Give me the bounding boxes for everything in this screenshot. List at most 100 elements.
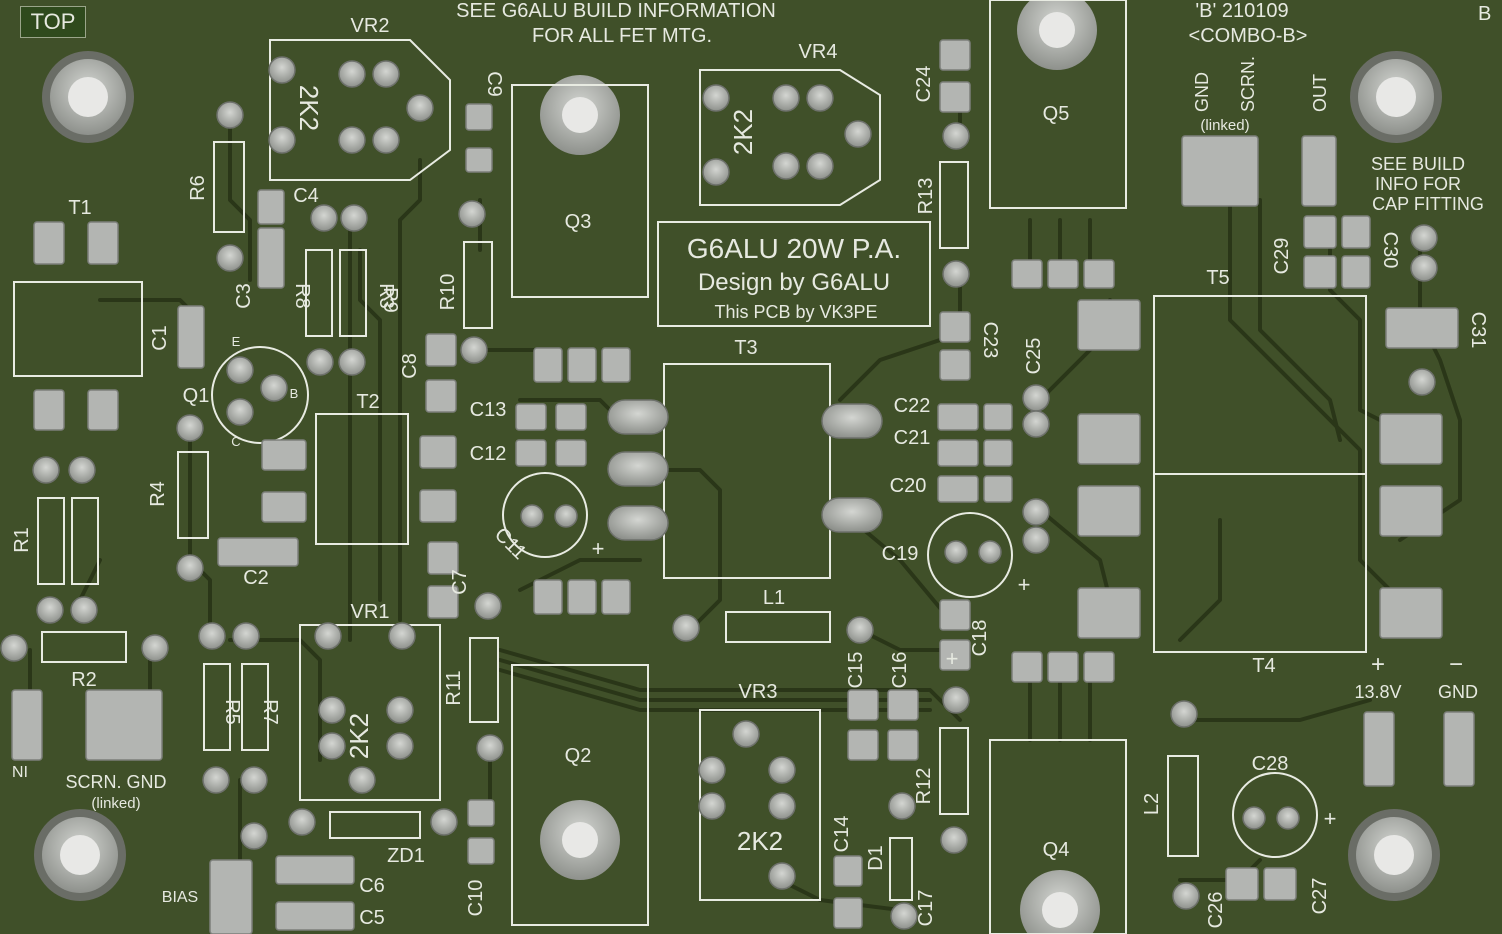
- label-r8: R8: [291, 283, 313, 309]
- label-r11: R11: [443, 670, 465, 705]
- silkscreen-text: SEE G6ALU BUILD INFORMATION FOR ALL FET …: [11, 0, 1491, 929]
- top-side-tag: TOP: [20, 6, 86, 38]
- c11-polarity: +: [592, 536, 605, 561]
- label-linked-top: (linked): [1200, 117, 1249, 134]
- label-c15: C15: [845, 652, 867, 689]
- label-c26: C26: [1205, 892, 1227, 929]
- mount-hole-top-right: [1350, 51, 1442, 143]
- mount-hole-top-left: [42, 51, 134, 143]
- label-q4: Q4: [1043, 839, 1070, 861]
- label-c19: C19: [882, 543, 919, 565]
- label-q5: Q5: [1043, 103, 1070, 125]
- label-c16: C16: [889, 652, 911, 689]
- label-t5: T5: [1206, 267, 1229, 289]
- label-c9: C9: [483, 71, 505, 97]
- vr4-value: 2K2: [728, 109, 758, 155]
- label-r9: R9: [379, 287, 401, 313]
- mount-hole-bottom-left: [34, 809, 126, 901]
- label-c27: C27: [1309, 878, 1331, 915]
- q1-pin-b: B: [290, 386, 299, 401]
- label-r7: R7: [259, 699, 281, 725]
- label-scrn-gnd: SCRN. GND: [65, 772, 166, 792]
- label-q1: Q1: [183, 385, 210, 407]
- label-t4: T4: [1252, 655, 1275, 677]
- label-vr1: VR1: [351, 601, 390, 623]
- label-c22: C22: [894, 395, 931, 417]
- label-out: OUT: [1310, 74, 1330, 112]
- label-c18: C18: [969, 620, 991, 657]
- q1-pin-c: C: [231, 434, 240, 449]
- label-c13: C13: [470, 399, 507, 421]
- label-r5: R5: [221, 699, 243, 725]
- c18-polarity: +: [946, 646, 959, 671]
- title-line-3: This PCB by VK3PE: [714, 302, 877, 322]
- label-r1: R1: [11, 527, 33, 553]
- label-c31: C31: [1467, 312, 1489, 349]
- label-scrn-top: SCRN.: [1238, 56, 1258, 112]
- label-c5: C5: [359, 907, 385, 929]
- build-note-line-2: INFO FOR: [1375, 174, 1461, 194]
- label-q2: Q2: [565, 745, 592, 767]
- label-l2: L2: [1141, 793, 1163, 815]
- silkscreen-outlines: [13, 0, 1367, 934]
- build-note-line-3: CAP FITTING: [1372, 194, 1484, 214]
- mount-hole-q5: [1017, 0, 1097, 70]
- label-c20: C20: [890, 475, 927, 497]
- label-supply: 13.8V: [1354, 682, 1401, 702]
- label-c6: C6: [359, 875, 385, 897]
- label-bias: BIAS: [162, 889, 198, 906]
- label-c24: C24: [913, 66, 935, 103]
- label-l1: L1: [763, 587, 785, 609]
- title-line-1: G6ALU 20W P.A.: [687, 233, 901, 264]
- label-c1: C1: [149, 325, 171, 351]
- label-r2: R2: [71, 669, 97, 691]
- label-vr3: VR3: [739, 681, 778, 703]
- label-t1: T1: [68, 197, 91, 219]
- title-line-2: Design by G6ALU: [698, 269, 890, 296]
- label-c12: C12: [470, 443, 507, 465]
- label-plus: +: [1371, 651, 1385, 678]
- smd-pads: [11, 39, 1475, 934]
- header-note-line-2: FOR ALL FET MTG.: [532, 25, 712, 47]
- label-in: IN: [12, 762, 28, 779]
- label-c10: C10: [465, 880, 487, 917]
- label-r3: R3: [375, 283, 397, 309]
- label-minus: −: [1449, 651, 1463, 678]
- mount-hole-q3: [540, 75, 620, 155]
- label-c29: C29: [1271, 238, 1293, 275]
- label-r6: R6: [187, 175, 209, 201]
- mounting-holes: [34, 0, 1442, 934]
- through-hole-pads: [0, 56, 1438, 930]
- header-note-line-1: SEE G6ALU BUILD INFORMATION: [456, 0, 776, 22]
- label-c21: C21: [894, 427, 931, 449]
- label-r10: R10: [437, 274, 459, 311]
- label-c2: C2: [243, 567, 269, 589]
- label-c25: C25: [1023, 338, 1045, 375]
- build-note-line-1: SEE BUILD: [1371, 154, 1465, 174]
- edge-letter: B: [1478, 3, 1491, 25]
- label-c14: C14: [831, 816, 853, 853]
- label-vr4: VR4: [799, 41, 838, 63]
- c28-polarity: +: [1324, 806, 1337, 831]
- revision-line-2: <COMBO-B>: [1189, 25, 1308, 47]
- mount-hole-q2: [540, 800, 620, 880]
- label-c28: C28: [1252, 753, 1289, 775]
- label-t3: T3: [734, 337, 757, 359]
- label-d1: D1: [865, 845, 887, 871]
- label-scrn-linked: (linked): [91, 795, 140, 812]
- label-c8: C8: [399, 353, 421, 379]
- label-c7: C7: [449, 569, 471, 595]
- label-t2: T2: [356, 391, 379, 413]
- label-c17: C17: [915, 890, 937, 927]
- q1-pin-e: E: [232, 334, 241, 349]
- vr1-value: 2K2: [344, 713, 374, 759]
- label-q3: Q3: [565, 211, 592, 233]
- label-c4: C4: [293, 185, 319, 207]
- label-r12: R12: [913, 768, 935, 805]
- c19-polarity: +: [1018, 572, 1031, 597]
- label-gnd-top: GND: [1192, 72, 1212, 112]
- vr3-value: 2K2: [737, 826, 783, 856]
- label-c3: C3: [233, 283, 255, 309]
- revision-line-1: 'B' 210109: [1195, 0, 1288, 22]
